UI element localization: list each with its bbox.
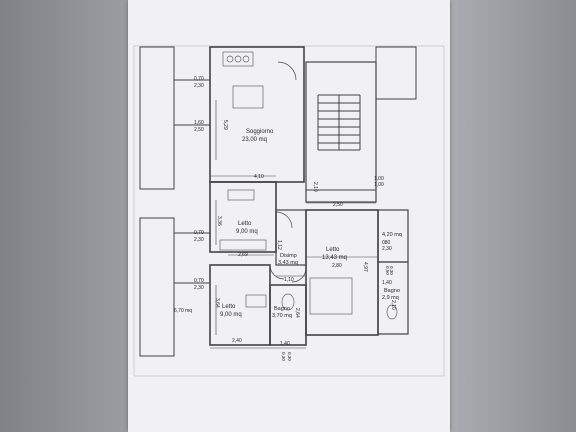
room-area-rip: 4,20 mq: [382, 232, 402, 238]
dim-label: 2,30: [194, 237, 204, 243]
kitchen-hob: [222, 51, 254, 67]
dim-label: 6,70 mq: [174, 308, 192, 314]
dim-label: 1,10: [284, 277, 294, 283]
dim-label: 3,64: [214, 298, 220, 308]
room-area-letto-a: 9,00 mq: [236, 229, 258, 235]
dim-label: 1,40: [382, 280, 392, 286]
dim-label: 0,30: [287, 352, 292, 361]
dim-label: 0,70: [194, 278, 204, 284]
dim-label: 0,30: [281, 352, 286, 361]
dim-label: 2,40: [232, 338, 242, 344]
dim-label: 0,30: [389, 266, 394, 275]
plan-border: [133, 45, 445, 377]
dim-label: 1,60: [194, 120, 204, 126]
background-left: [0, 0, 128, 432]
dining-table: [232, 85, 264, 109]
room-area-letto-b: 13,43 mq: [322, 255, 347, 261]
room-area-letto-c: 9,00 mq: [220, 312, 242, 318]
wardrobe-c: [245, 294, 267, 308]
room-name-letto-a: Letto: [238, 221, 252, 227]
bagno-b-walls: [377, 261, 409, 335]
dim-label: 4,10: [254, 174, 264, 180]
wc-bagno-b: [386, 304, 398, 320]
dim-label: 2,64: [294, 308, 300, 318]
floor-plan: Soggiorno 23,00 mq Letto 9,00 mq Letto 1…: [133, 45, 445, 377]
dim-label: 2,50: [333, 202, 343, 208]
background-right: [450, 0, 576, 432]
room-area-disimp: 3,43 mq: [278, 260, 298, 266]
dim-label: 5,29: [222, 120, 228, 130]
dim-label: 2,30: [194, 285, 204, 291]
paper-sheet: Soggiorno 23,00 mq Letto 9,00 mq Letto 1…: [128, 0, 450, 432]
dim-label: 1,00: [374, 182, 384, 188]
dim-label: 1,40: [280, 341, 290, 347]
room-name-soggiorno: Soggiorno: [246, 129, 274, 135]
dim-label: 0,70: [194, 76, 204, 82]
dim-label: 4,97: [362, 262, 368, 272]
dim-label: 2,30: [194, 83, 204, 89]
stair-block: [305, 61, 377, 203]
room-area-soggiorno: 23,00 mq: [242, 137, 267, 143]
left-balcony-lower: [139, 217, 175, 357]
bed-a: [219, 239, 267, 251]
dim-label: 0,50: [385, 266, 390, 275]
wc-bagno-a: [281, 293, 295, 311]
dim-label: 2,69: [238, 252, 248, 258]
room-name-bagno-a: Bagno: [274, 306, 290, 312]
soggiorno-walls: [209, 46, 305, 183]
dim-label: 1,12: [276, 240, 282, 250]
dim-label: 2,30: [382, 246, 392, 252]
letto-b-walls: [305, 209, 379, 336]
room-name-disimp: Disimp: [280, 253, 297, 259]
room-area-bagno-a: 3,70 mq: [272, 313, 292, 319]
dim-label: 1,00: [374, 176, 384, 182]
wardrobe-a: [227, 189, 255, 201]
left-balcony-upper: [139, 46, 175, 190]
dim-label: 3,36: [216, 216, 222, 226]
dim-label: 0,70: [194, 230, 204, 236]
room-name-letto-b: Letto: [326, 247, 340, 253]
room-area-bagno-b: 2,9 mq: [382, 295, 399, 301]
dim-label: 2,50: [194, 127, 204, 133]
landing: [375, 46, 417, 100]
dim-label: 080: [382, 240, 391, 246]
room-name-letto-c: Letto: [222, 304, 236, 310]
dim-label: 2,80: [332, 263, 342, 269]
dim-label: 2,10: [390, 300, 396, 310]
room-name-bagno-b: Bagno: [384, 288, 400, 294]
bed-b: [309, 277, 353, 315]
dim-label: 2,10: [312, 182, 318, 192]
